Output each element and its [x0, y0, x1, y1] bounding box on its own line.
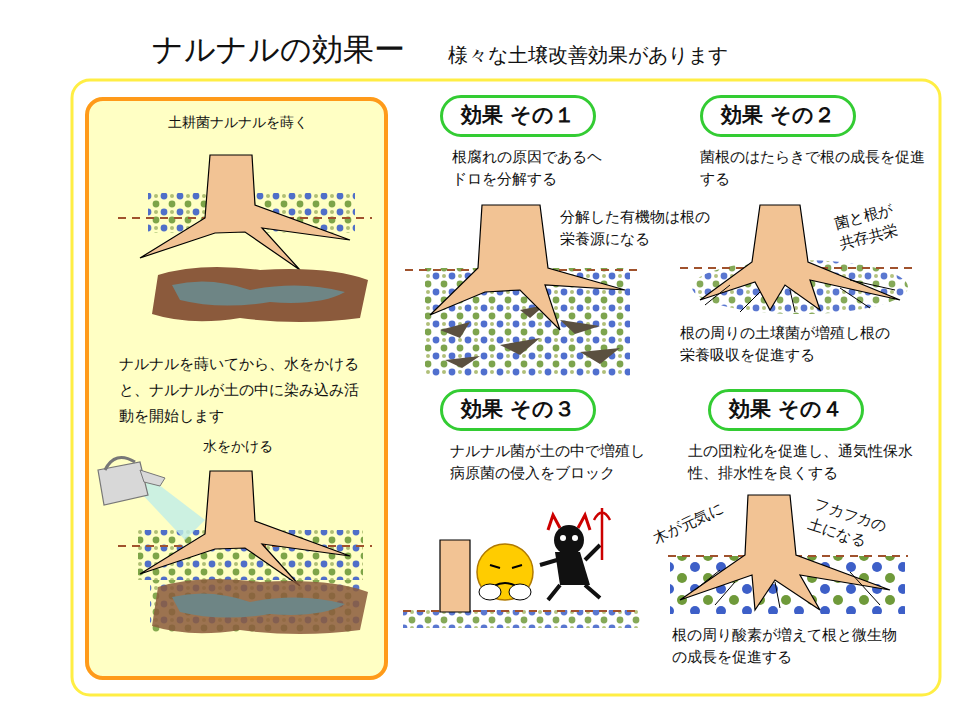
- panel-fill: [85, 97, 388, 680]
- effect-note: 分解した有機物は根の栄養源になる: [560, 206, 710, 250]
- effect-note: 菌と根が共存共栄: [832, 197, 912, 255]
- effect-title: 効果 その１: [461, 103, 575, 127]
- panel-text: 水をかける: [89, 437, 386, 457]
- panel-text: ナルナルを蒔いてから、水をかけると、ナルナルが土の中に染み込み活動を開始します: [119, 351, 359, 429]
- effect-title: 効果 その３: [461, 397, 575, 421]
- effect-heading: 効果 その１: [440, 95, 596, 136]
- panel-text: 土耕菌ナルナルを蒔く: [89, 113, 386, 133]
- effect-heading: 効果 その２: [700, 95, 856, 136]
- effect-title: 効果 その２: [721, 103, 835, 127]
- effect-heading: 効果 その４: [708, 389, 864, 430]
- effect-note: ナルナル菌が土の中で増殖し病原菌の侵入をブロック: [450, 440, 650, 484]
- subtitle: 様々な土壌改善効果があります: [448, 42, 728, 68]
- effect-heading: 効果 その３: [440, 389, 596, 430]
- tree-before: [118, 155, 372, 322]
- effect-title: 効果 その４: [729, 397, 843, 421]
- tree-effect3: [403, 540, 640, 628]
- page-title: ナルナルの効果ー: [152, 30, 405, 68]
- effect-note: 菌根のはたらきで根の成長を促進する: [700, 146, 925, 190]
- tree-after: [118, 471, 372, 634]
- watering-can: [98, 458, 205, 541]
- effect-note: 根の周り酸素が増えて根と微生物の成長を促進する: [672, 624, 902, 668]
- outer-frame: [72, 80, 940, 695]
- effect-note: 根の周りの土壌菌が増殖し根の栄養吸収を促進する: [680, 322, 895, 366]
- germ-devil: [540, 508, 610, 600]
- effect-note: 根腐れの原因であるヘドロを分解する: [452, 146, 602, 190]
- effect-note: 木が元気に: [650, 488, 749, 548]
- effect-note: 土の団粒化を促進し、通気性保水性、排水性を良くする: [688, 440, 913, 484]
- effect-note: フカフカの土になる: [805, 494, 894, 559]
- instruction-panel: 土耕菌ナルナルを蒔くナルナルを蒔いてから、水をかけると、ナルナルが土の中に染み込…: [85, 97, 388, 680]
